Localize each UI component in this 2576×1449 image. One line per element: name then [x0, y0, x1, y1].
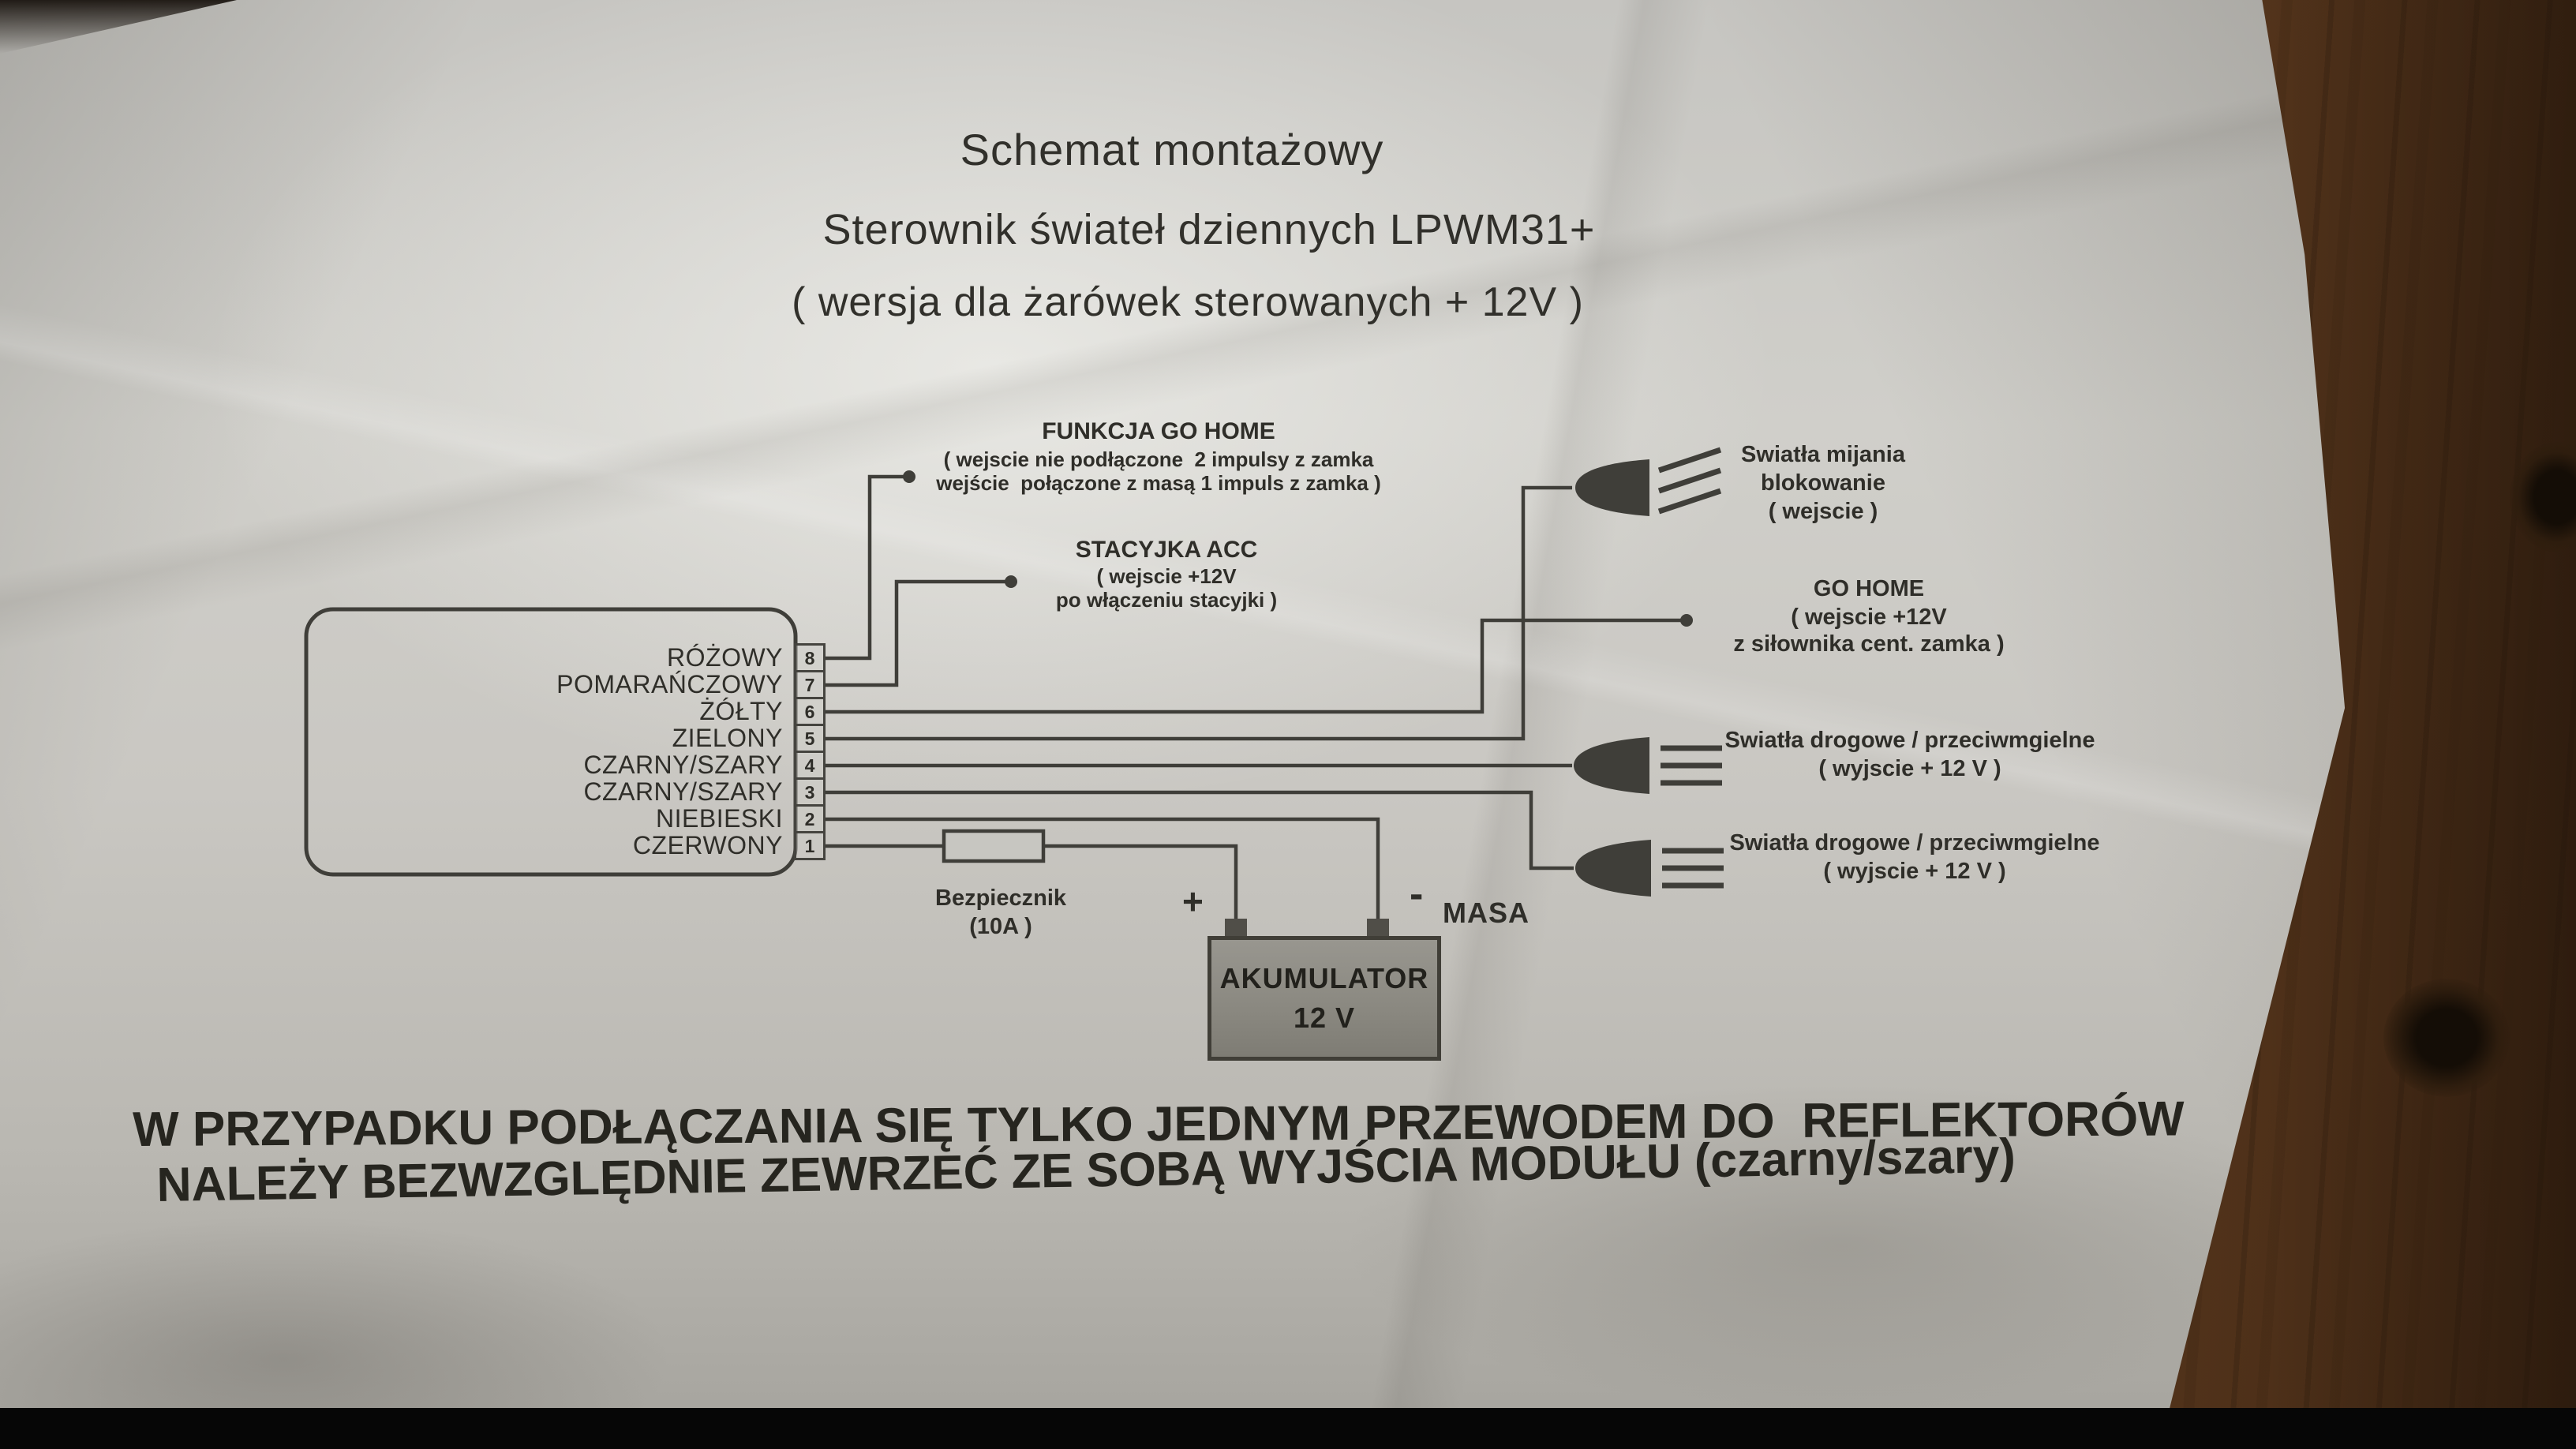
swiatla-drogowe-2-line2: ( wyjscie + 12 V )	[1823, 859, 2006, 884]
battery-voltage: 12 V	[1293, 1002, 1356, 1034]
battery-minus-sign: -	[1410, 871, 1424, 917]
stacyjka-acc-title: STACYJKA ACC	[1075, 537, 1258, 563]
schematic-version: ( wersja dla żarówek sterowanych + 12V )	[792, 279, 1584, 325]
pin-box-8: 8	[794, 643, 826, 672]
pin-box-2: 2	[794, 804, 826, 833]
pin-number: 7	[804, 675, 815, 695]
masa-label: MASA	[1443, 897, 1530, 929]
battery-plus-sign: +	[1182, 881, 1204, 922]
wood-knot	[2383, 979, 2510, 1097]
pin-number: 6	[804, 702, 815, 722]
wire-label-zielony: ZIELONY	[672, 724, 783, 752]
wire-label-niebieski: NIEBIESKI	[656, 804, 783, 833]
swiatla-mijania-line2: blokowanie	[1761, 470, 1885, 496]
funkcja-go-home-line1: ( wejscie nie podłączone 2 impulsy z zam…	[943, 447, 1374, 471]
wire-label-czarny-szary-1: CZARNY/SZARY	[583, 751, 783, 779]
pin-box-7: 7	[794, 670, 826, 699]
swiatla-mijania-line1: Swiatła mijania	[1741, 442, 1905, 467]
swiatla-drogowe-2-line1: Swiatła drogowe / przeciwmgielne	[1729, 830, 2100, 856]
swiatla-drogowe-1-line1: Swiatła drogowe / przeciwmgielne	[1724, 728, 2095, 753]
pin-number: 1	[804, 836, 815, 856]
battery-label: AKUMULATOR	[1219, 962, 1429, 994]
go-home-line3: z siłownika cent. zamka )	[1733, 631, 2005, 657]
pin-box-3: 3	[794, 777, 826, 807]
pin-box-4: 4	[794, 751, 826, 780]
schematic-subtitle: Sterownik świateł dziennych LPWM31+	[822, 206, 1596, 253]
fuse-rating: (10A )	[969, 914, 1032, 939]
pin-number: 5	[804, 728, 815, 749]
go-home-line2: ( wejscie +12V	[1791, 605, 1947, 630]
wire-label-czerwony: CZERWONY	[632, 831, 783, 859]
funkcja-go-home-title: FUNKCJA GO HOME	[1042, 418, 1275, 444]
pin-number: 4	[804, 755, 815, 776]
pin-number: 2	[804, 809, 815, 829]
wire-label-pomaranczowy: POMARAŃCZOWY	[556, 670, 783, 698]
pin-number: 8	[804, 648, 815, 668]
pin-box-6: 6	[794, 697, 826, 726]
wire-label-rozowy: RÓŻOWY	[667, 643, 783, 672]
pin-box-5: 5	[794, 724, 826, 753]
battery-box: AKUMULATOR 12 V	[1208, 936, 1441, 1061]
funkcja-go-home-line2: wejście połączone z masą 1 impuls z zamk…	[936, 471, 1381, 495]
swiatla-mijania-line3: ( wejscie )	[1768, 499, 1878, 524]
stacyjka-acc-line2: po włączeniu stacyjki )	[1055, 588, 1278, 612]
schematic-title: Schemat montażowy	[960, 125, 1384, 174]
pin-box-1: 1	[794, 831, 826, 860]
wire-label-czarny-szary-2: CZARNY/SZARY	[583, 777, 783, 806]
swiatla-drogowe-1-line2: ( wyjscie + 12 V )	[1818, 756, 2001, 781]
wire-label-zolty: ŻÓŁTY	[699, 697, 783, 725]
stacyjka-acc-line1: ( wejscie +12V	[1096, 564, 1237, 588]
fuse-label: Bezpiecznik	[935, 886, 1066, 911]
pin-number: 3	[804, 782, 815, 803]
go-home-line1: GO HOME	[1813, 576, 1925, 601]
photo-black-edge	[0, 1408, 2576, 1449]
